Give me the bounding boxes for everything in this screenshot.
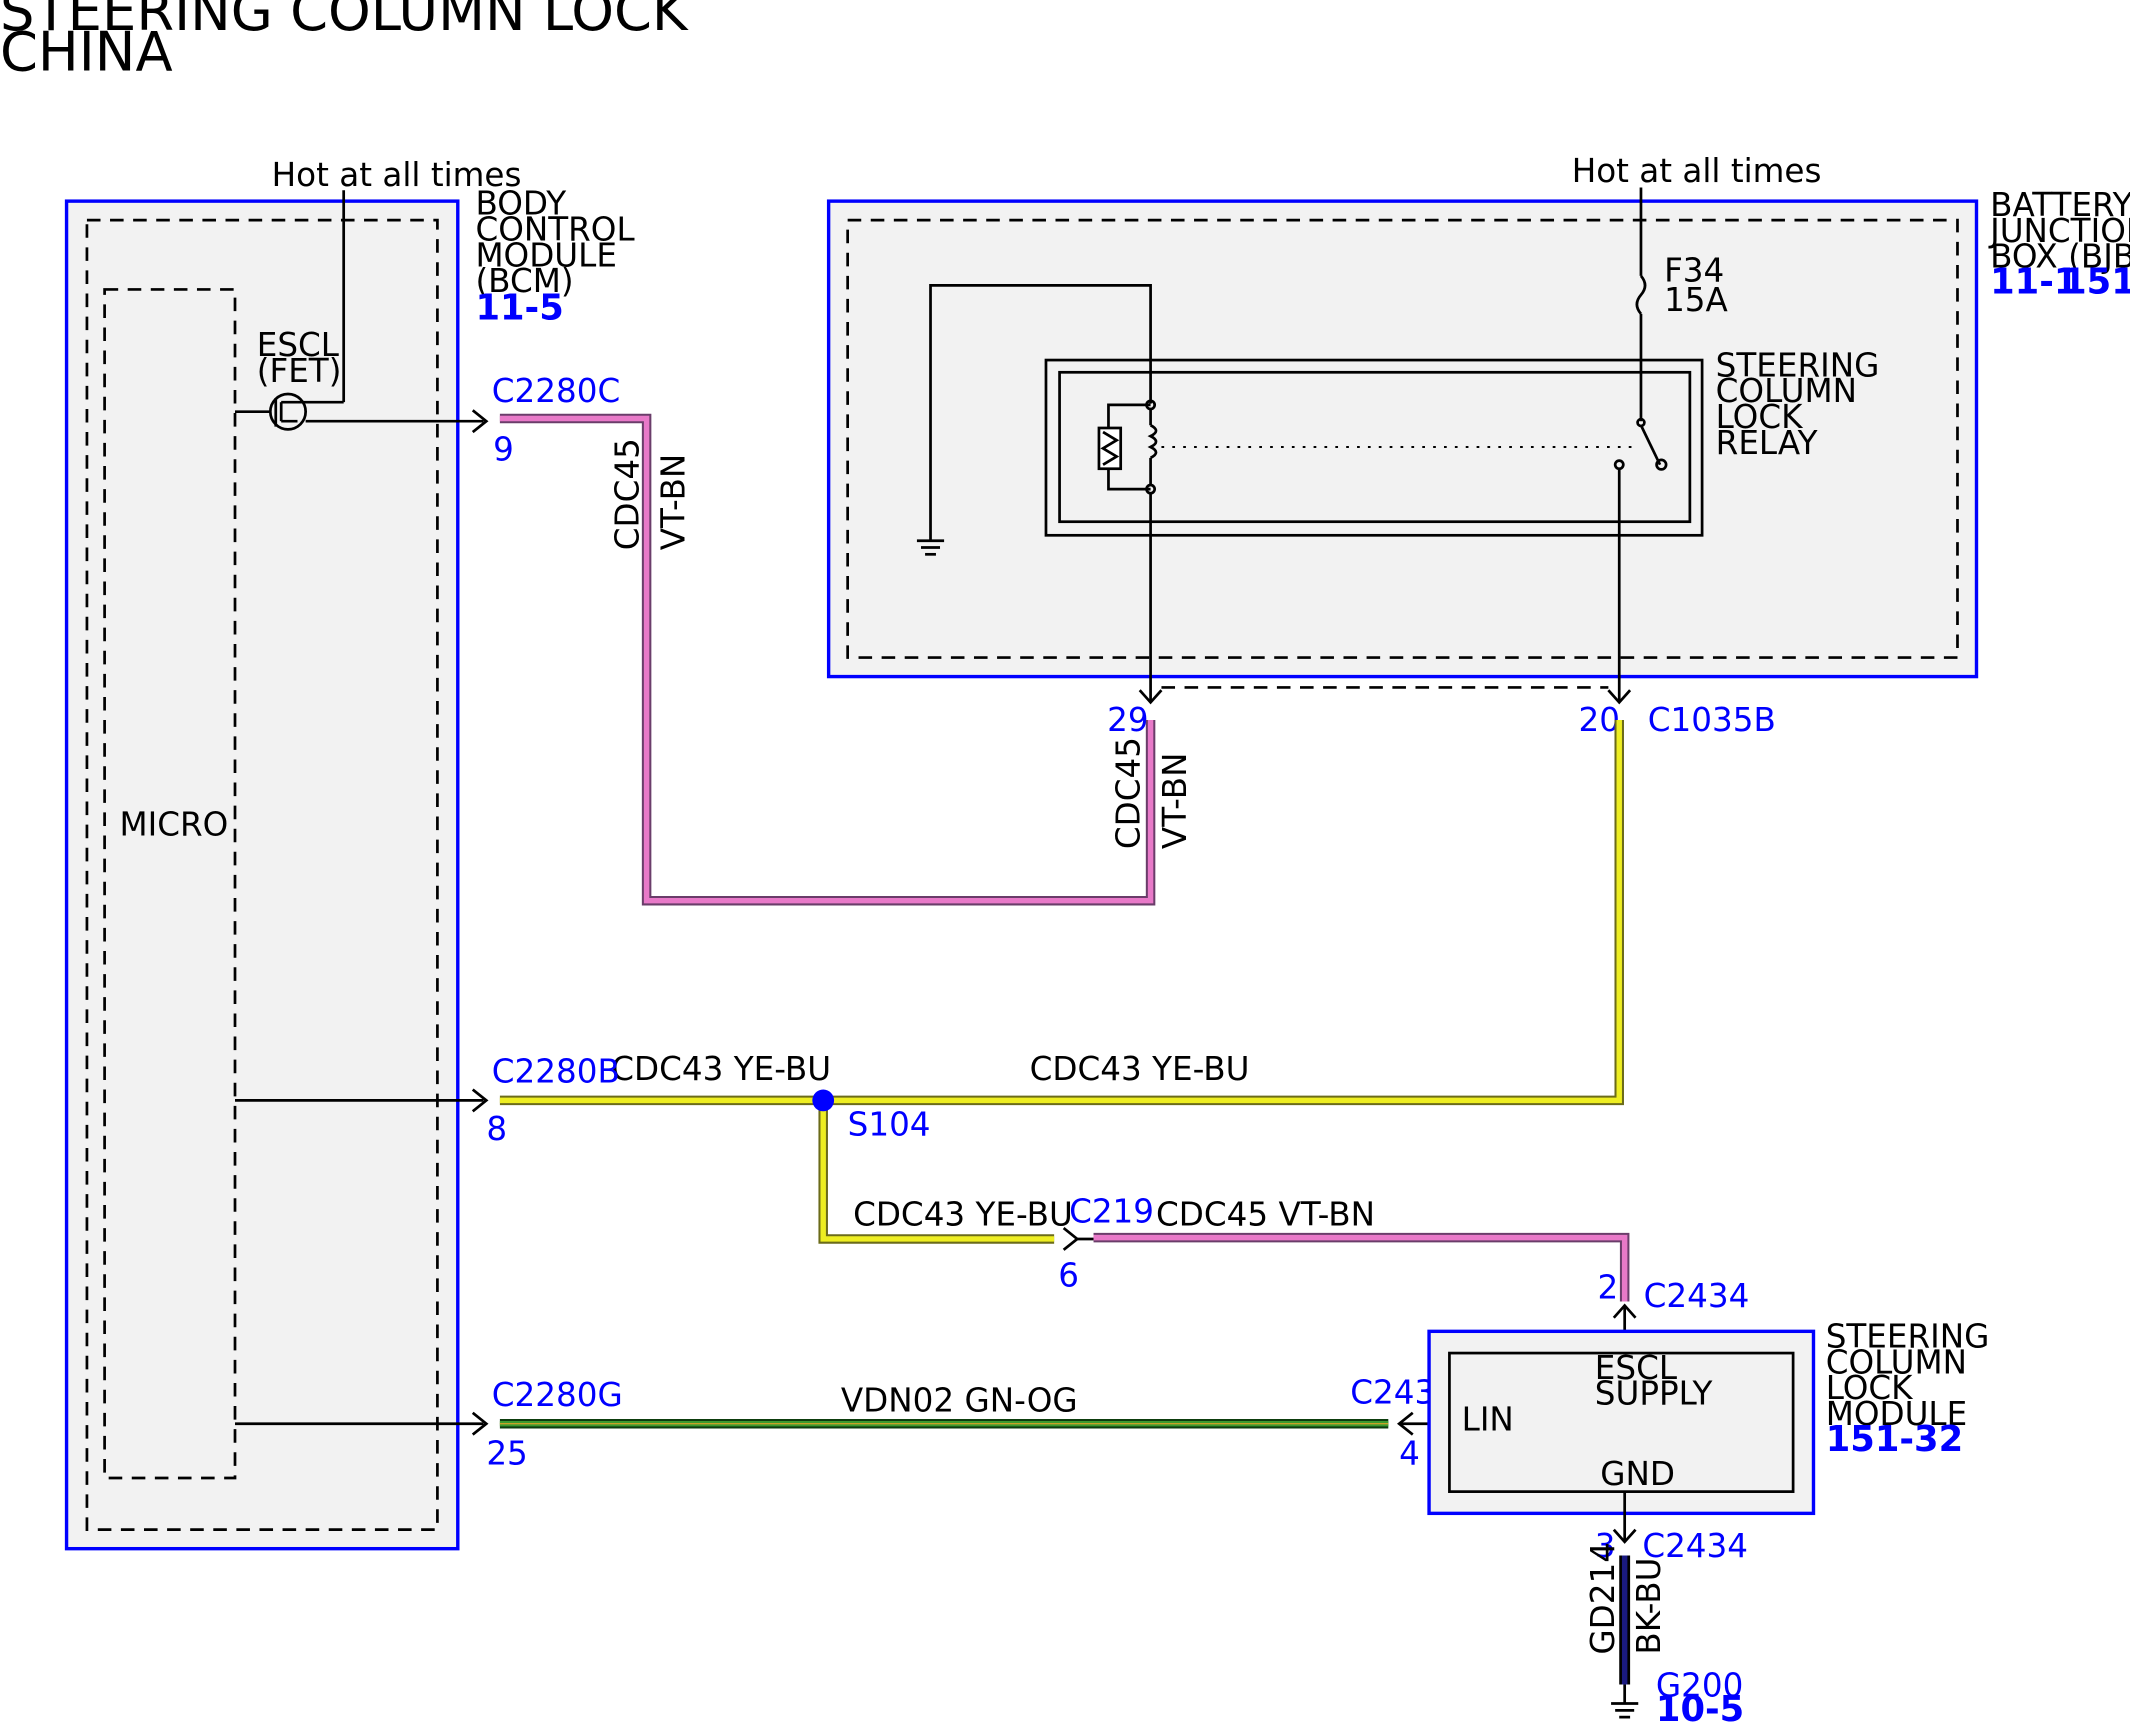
c1035b-pin-20-arrow-icon (1607, 689, 1632, 705)
micro-block (103, 288, 237, 1480)
c2280g-pin-label: 25 (486, 1434, 527, 1472)
bcm-name-line-2: CONTROL (475, 211, 634, 249)
bcm-outline (64, 199, 460, 1551)
suppression-resistor-icon (1097, 426, 1123, 471)
sclm-name-line-4: MODULE (1826, 1395, 1967, 1433)
sclm-internal-box (1448, 1351, 1795, 1493)
c2434-pin-3-arrow-icon (1612, 1528, 1637, 1544)
wire-2-color-label: VT-BN (1156, 753, 1194, 850)
micro-label: MICRO (120, 806, 229, 844)
sclm-name-line-3: LOCK (1826, 1369, 1914, 1407)
c219-arrow-icon (1062, 1227, 1080, 1251)
relay-name-line-4: RELAY (1716, 424, 1818, 462)
diagram-title-line-1: STEERING COLUMN LOCK (0, 0, 689, 43)
wire-cdc45-bcm-to-bjb[interactable] (499, 413, 1156, 906)
bcm-name-line-1: BODY (475, 185, 566, 223)
c219-label[interactable]: C219 (1069, 1193, 1154, 1231)
c1035b-label[interactable]: C1035B (1648, 701, 1776, 739)
sclm-page-ref[interactable]: 151-32 (1826, 1419, 1963, 1460)
wire-7-label: VDN02 GN-OG (841, 1381, 1078, 1419)
bjb-internal-boundary (846, 218, 1959, 659)
bjb-name-line-1: BATTERY (1990, 186, 2130, 224)
wire-cdc43-s104-to-c219[interactable] (818, 1100, 1055, 1244)
escl-supply-line-2: SUPPLY (1595, 1375, 1713, 1413)
c1035b-pin-29-label: 29 (1107, 701, 1148, 739)
c2280c-pin-label: 9 (493, 431, 514, 469)
fuse-rating-label: 15A (1664, 281, 1728, 319)
relay-name-line-1: STEERING (1716, 346, 1880, 384)
bjb-name-line-2: JUNCTION (1988, 212, 2130, 250)
c2434-pin-3-label: 3 (1595, 1527, 1616, 1565)
c2434-top-label[interactable]: C2434 (1644, 1277, 1750, 1315)
wire-2-circuit-label: CDC45 (1110, 737, 1148, 849)
bjb-name-line-3: BOX (BJB) (1990, 238, 2130, 276)
bjb-ground-icon (916, 539, 945, 556)
wire-cdc43-bcm-to-bjb[interactable] (499, 720, 1624, 1106)
fuse-f34-icon (1635, 274, 1647, 315)
relay-inner-box (1058, 370, 1692, 524)
wire-8-color-label: BK-BU (1630, 1557, 1668, 1654)
c2280b-arrow-icon (471, 1088, 489, 1113)
bjb-page-ref-1[interactable]: 11-1 (1990, 262, 2078, 303)
g200-page-ref[interactable]: 10-5 (1656, 1689, 1744, 1724)
wire-cdc45-c219-to-sclm[interactable] (1093, 1232, 1630, 1302)
escl-label: ESCL (257, 326, 339, 364)
wire-1-circuit-label: CDC45 (608, 438, 646, 550)
c2434-gnd-label[interactable]: C2434 (1642, 1527, 1748, 1565)
wire-1-color-label: VT-BN (655, 454, 693, 551)
wire-4-label: CDC43 YE-BU (1030, 1050, 1250, 1088)
c2434-pin-2-label: 2 (1598, 1269, 1619, 1307)
c2280c-arrow-icon (471, 409, 489, 434)
escl-supply-line-1: ESCL (1595, 1349, 1677, 1387)
splice-s104[interactable] (812, 1089, 835, 1112)
c219-pin-label: 6 (1058, 1257, 1079, 1295)
c1035b-pin-29-arrow-icon (1138, 689, 1163, 705)
g200-label[interactable]: G200 (1656, 1667, 1743, 1705)
wire-6-label: CDC45 VT-BN (1156, 1195, 1375, 1233)
c2280b-pin-label: 8 (486, 1110, 507, 1148)
c2280g-label[interactable]: C2280G (492, 1376, 623, 1414)
bcm-module: MICRO BODY CONTROL MODULE (BCM) 11-5 Hot… (64, 156, 635, 1551)
steering-column-lock-module: ESCL SUPPLY LIN GND STEERING COLUMN LOCK… (1427, 1318, 1990, 1516)
sclm-name-line-1: STEERING (1826, 1318, 1990, 1356)
c2280g-arrow-icon (471, 1411, 489, 1436)
fuse-id-label: F34 (1664, 251, 1724, 289)
s104-label[interactable]: S104 (848, 1106, 931, 1144)
bjb-module: BATTERY JUNCTION BOX (BJB) 11-1 151-9 Ho… (826, 152, 2130, 702)
relay-coil-ground-wire (929, 283, 1152, 541)
c2280b-label[interactable]: C2280B (492, 1053, 620, 1091)
relay-name-line-3: LOCK (1716, 398, 1804, 436)
g200-ground-icon (1611, 1702, 1639, 1719)
bcm-name-line-3: MODULE (475, 236, 616, 274)
c1035b-pin-20-label: 20 (1578, 701, 1619, 739)
wire-8-circuit-label: GD214 (1584, 1542, 1622, 1655)
bcm-internal-boundary (85, 218, 439, 1532)
c2280c-label[interactable]: C2280C (492, 372, 620, 410)
bcm-hot-at-all-times-label: Hot at all times (272, 156, 522, 194)
diagram-title-line-2: CHINA (0, 21, 173, 84)
relay-name-line-2: COLUMN (1716, 372, 1857, 410)
bjb-hot-at-all-times-label: Hot at all times (1572, 152, 1822, 190)
fet-label: (FET) (257, 352, 342, 390)
wire-3-label: CDC43 YE-BU (611, 1050, 831, 1088)
bjb-outline (826, 199, 1979, 679)
sclm-name-line-2: COLUMN (1826, 1343, 1967, 1381)
escl-fet-symbol (268, 392, 308, 431)
relay-outer-box (1044, 358, 1704, 537)
bjb-page-ref-2[interactable]: 151-9 (2062, 262, 2130, 303)
c2434-pin-4-label: 4 (1399, 1434, 1420, 1472)
lin-label: LIN (1462, 1400, 1514, 1438)
gnd-label: GND (1600, 1455, 1675, 1493)
bcm-page-ref[interactable]: 11-5 (475, 287, 563, 328)
wire-5-label: CDC43 YE-BU (853, 1195, 1073, 1233)
bcm-name-line-4: (BCM) (475, 262, 573, 300)
